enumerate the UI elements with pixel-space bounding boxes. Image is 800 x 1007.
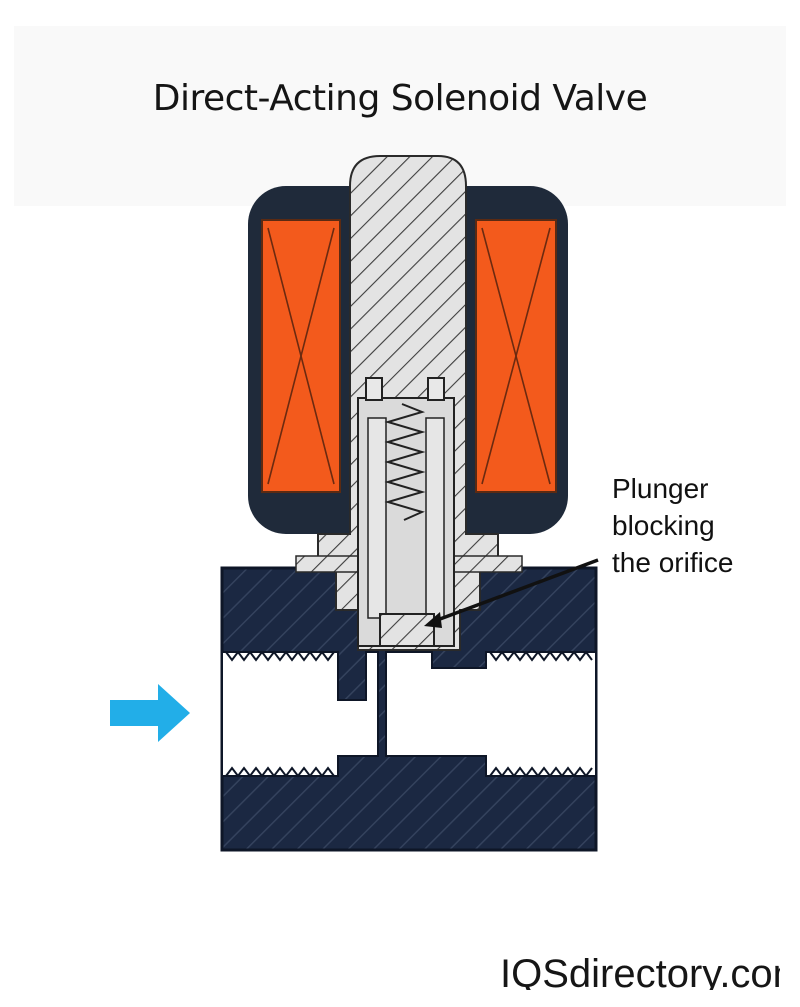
right-coil-winding <box>475 219 557 493</box>
callout-line-2: blocking <box>612 510 715 541</box>
port-threads <box>225 650 593 778</box>
plunger-seal <box>379 613 435 647</box>
plunger-callout: Plunger blocking the orifice <box>612 470 733 581</box>
watermark-text: IQSdirectory.com <box>500 958 780 990</box>
callout-line-1: Plunger <box>612 473 709 504</box>
callout-line-3: the orifice <box>612 547 734 578</box>
watermark-clip: IQSdirectory.com <box>480 958 780 990</box>
spring <box>384 403 426 521</box>
fluid-passages <box>221 651 597 777</box>
diagram-title: Direct-Acting Solenoid Valve <box>152 78 648 119</box>
right-arrow-icon <box>110 684 190 742</box>
plunger-bore <box>357 377 455 647</box>
left-coil-winding <box>261 219 341 493</box>
callout-pointer <box>424 558 599 628</box>
